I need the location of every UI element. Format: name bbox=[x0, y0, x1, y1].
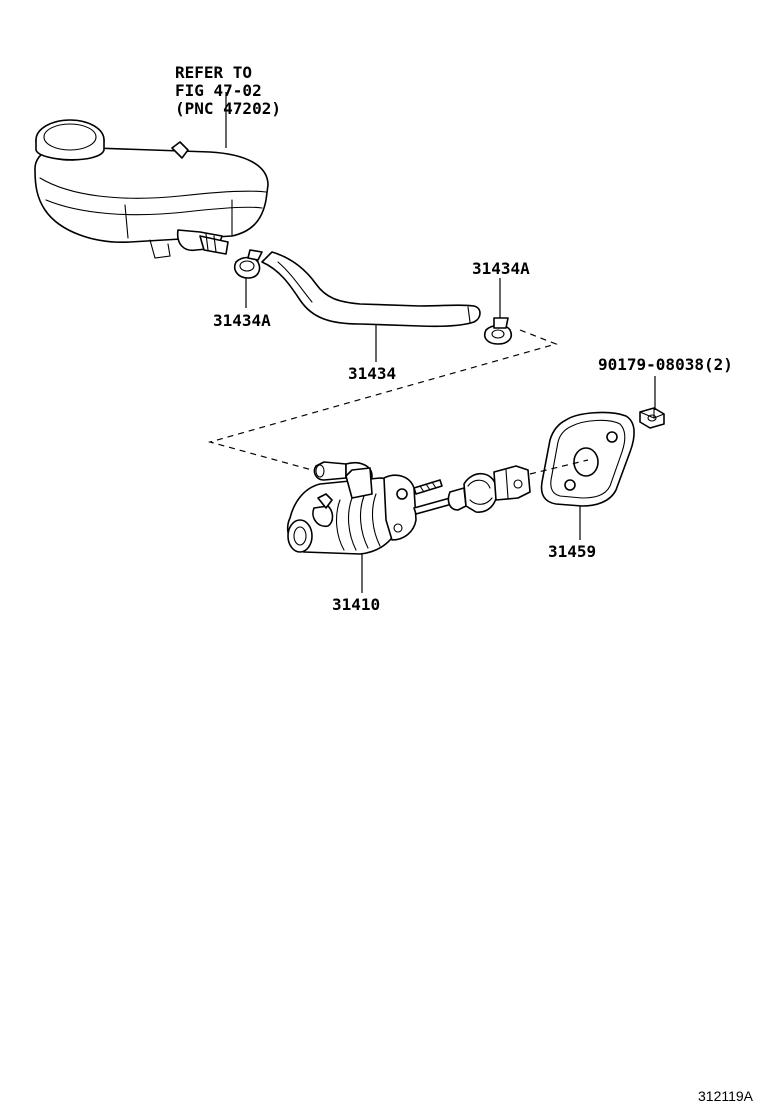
callout-nut: 90179-08038(2) bbox=[598, 355, 733, 374]
reference-note: REFER TO FIG 47-02 (PNC 47202) bbox=[175, 63, 281, 118]
callout-hose: 31434 bbox=[348, 364, 396, 383]
callout-clip-left: 31434A bbox=[213, 311, 271, 330]
callout-gasket: 31459 bbox=[548, 542, 596, 561]
reservoir-tank bbox=[34, 119, 269, 259]
reference-note-line2: FIG 47-02 bbox=[175, 81, 262, 100]
gasket bbox=[540, 411, 635, 507]
flange-nut bbox=[639, 407, 665, 429]
callout-clip-right: 31434A bbox=[472, 259, 530, 278]
clutch-hose bbox=[261, 251, 481, 328]
hose-clip-right bbox=[483, 317, 513, 345]
routing-line-gasket bbox=[529, 459, 589, 475]
clutch-master-cylinder bbox=[286, 461, 531, 555]
callout-master-cylinder: 31410 bbox=[332, 595, 380, 614]
reference-note-line3: (PNC 47202) bbox=[175, 99, 281, 118]
reference-note-line1: REFER TO bbox=[175, 63, 252, 82]
figure-id: 312119A bbox=[698, 1088, 754, 1104]
leader-lines bbox=[225, 92, 656, 593]
hose-clip-left bbox=[233, 249, 263, 279]
routing-line bbox=[207, 329, 558, 471]
